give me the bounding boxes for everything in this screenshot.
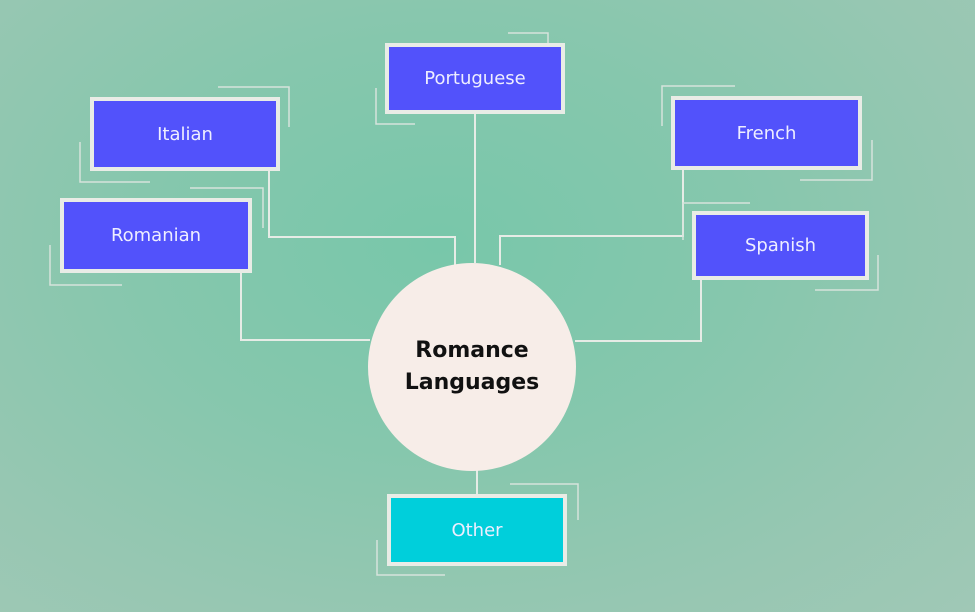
- node-spanish[interactable]: Spanish: [692, 211, 869, 280]
- node-label: Other: [451, 519, 503, 541]
- node-other[interactable]: Other: [387, 494, 567, 566]
- center-title-line2: Languages: [404, 370, 540, 395]
- node-label: Romanian: [110, 225, 202, 246]
- center-node[interactable]: Romance Languages: [368, 263, 576, 471]
- connector-italian: [268, 171, 456, 265]
- node-portuguese[interactable]: Portuguese: [385, 43, 565, 114]
- node-label: Spanish: [744, 235, 817, 256]
- node-italian[interactable]: Italian: [90, 97, 280, 171]
- node-french[interactable]: French: [671, 96, 862, 170]
- node-romanian[interactable]: Romanian: [60, 198, 252, 273]
- node-label: French: [736, 122, 797, 144]
- connector-french: [499, 170, 684, 265]
- node-label: Italian: [157, 123, 213, 145]
- connector-romanian: [240, 273, 370, 341]
- connector-spanish: [575, 280, 702, 342]
- center-title-line1: Romance: [415, 338, 529, 363]
- node-label: Portuguese: [424, 68, 526, 89]
- decorative-brackets: [49, 32, 879, 576]
